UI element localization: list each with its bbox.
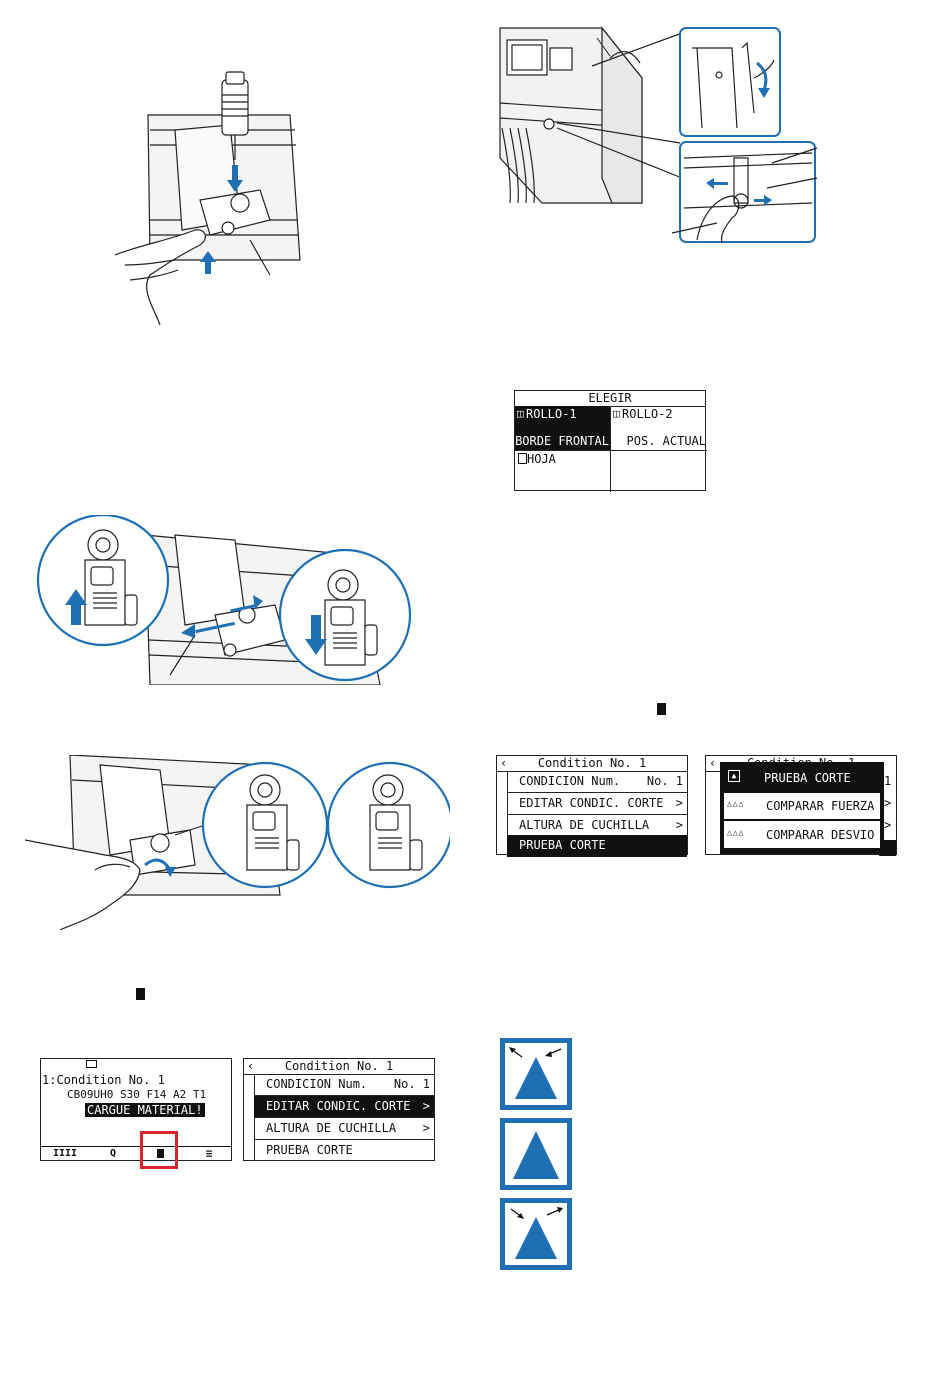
- triangle-icon: ▲: [728, 770, 740, 782]
- elegir-title: ELEGIR: [515, 391, 705, 407]
- softkey-1[interactable]: IIII: [52, 1148, 78, 1159]
- menu-row-condicion[interactable]: CONDICION Num. No. 1: [507, 771, 687, 793]
- home-screen: 1:Condition No. 1 CB09UH0 S30 F14 A2 T1 …: [40, 1058, 232, 1161]
- condition-menu-editar: Condition No. 1 ‹ CONDICION Num. No. 1 E…: [243, 1058, 435, 1161]
- test-cut-popup-screen: Condition No. 1 ‹ 1 > > ▲ PRUEBA CORTE △…: [705, 755, 897, 856]
- triangle-offset-arrows-icon: [500, 1038, 572, 1110]
- test-cut-popup: ▲ PRUEBA CORTE △△△ COMPARAR FUERZA △△△ C…: [720, 762, 884, 854]
- back-icon[interactable]: ‹: [247, 1059, 255, 1073]
- back-icon[interactable]: ‹: [709, 756, 717, 770]
- elegir-screen: ELEGIR ◫ ROLLO-1 BORDE FRONTAL ◫ ROLLO-2…: [514, 390, 707, 492]
- key-icon: [157, 1149, 164, 1158]
- menu-key-icon: [136, 988, 145, 1000]
- sheet-icon: [518, 453, 527, 464]
- roll-icon: ◫: [613, 407, 620, 420]
- menu-row-altura[interactable]: ALTURA DE CUCHILLA >: [507, 815, 687, 837]
- roll-icon: ◫: [517, 407, 524, 420]
- popup-item-comparar-desvio[interactable]: △△△ COMPARAR DESVIO: [724, 821, 880, 848]
- menu-row-editar[interactable]: EDITAR CONDIC. CORTE >: [507, 793, 687, 815]
- menu-title: Condition No. 1: [244, 1059, 434, 1075]
- blade-adjust-illustration: [24, 755, 450, 930]
- back-icon[interactable]: ‹: [500, 756, 508, 770]
- softkey-search[interactable]: Q: [109, 1148, 117, 1159]
- monitor-icon: [86, 1060, 97, 1068]
- popup-item-comparar-fuerza[interactable]: △△△ COMPARAR FUERZA: [724, 793, 880, 819]
- elegir-option-rollo-1[interactable]: ◫ ROLLO-1 BORDE FRONTAL: [515, 406, 610, 450]
- menu-row-condicion[interactable]: CONDICION Num. No. 1: [254, 1074, 434, 1096]
- softkey-condition[interactable]: [137, 1147, 185, 1161]
- elegir-option-rollo-2[interactable]: ◫ ROLLO-2 POS. ACTUAL: [613, 407, 706, 448]
- softkey-menu[interactable]: ≡: [205, 1147, 213, 1160]
- blade-insertion-illustration: [114, 71, 301, 326]
- menu-row-editar[interactable]: EDITAR CONDIC. CORTE >: [254, 1096, 434, 1118]
- softkey-highlight: [140, 1131, 178, 1169]
- menu-row-prueba[interactable]: PRUEBA CORTE: [507, 835, 687, 857]
- triangle-triple-icon: △△△: [727, 799, 745, 808]
- triangle-triple-icon: △△△: [727, 828, 745, 837]
- pinch-roller-illustration: [36, 515, 412, 685]
- menu-row-altura[interactable]: ALTURA DE CUCHILLA >: [254, 1118, 434, 1140]
- roll-loading-illustration: [499, 26, 818, 244]
- triangle-offset-arrows-icon: [500, 1198, 572, 1270]
- status-banner: CARGUE MATERIAL!: [85, 1103, 205, 1117]
- menu-key-icon: [657, 703, 666, 715]
- triangle-plain-icon: [500, 1118, 572, 1190]
- condition-menu-prueba: Condition No. 1 ‹ CONDICION Num. No. 1 E…: [496, 755, 688, 857]
- menu-title: Condition No. 1: [497, 756, 687, 772]
- menu-row-prueba[interactable]: PRUEBA CORTE: [266, 1143, 353, 1157]
- elegir-option-hoja[interactable]: HOJA: [515, 451, 610, 492]
- popup-item-prueba-corte[interactable]: ▲ PRUEBA CORTE: [722, 764, 882, 792]
